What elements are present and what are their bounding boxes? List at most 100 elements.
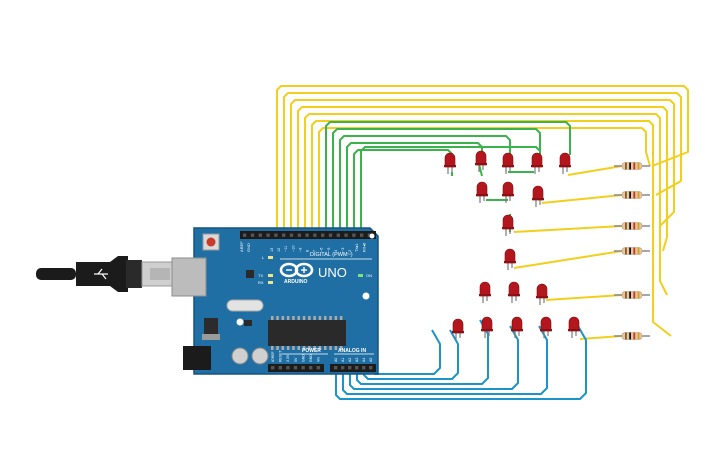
resistor-band <box>637 247 640 255</box>
header-hole[interactable] <box>289 233 294 237</box>
header-hole[interactable] <box>362 366 366 370</box>
green-wires <box>325 121 571 234</box>
resistor[interactable] <box>614 332 650 340</box>
header-hole[interactable] <box>348 366 352 370</box>
led[interactable] <box>536 283 548 305</box>
chip-pins <box>271 316 343 350</box>
wire[interactable] <box>335 325 587 400</box>
resistor-body <box>621 291 643 299</box>
led[interactable] <box>568 316 580 338</box>
wire[interactable] <box>332 128 541 234</box>
wire[interactable] <box>346 142 483 234</box>
header-hole[interactable] <box>367 233 372 237</box>
led[interactable] <box>540 316 552 338</box>
led[interactable] <box>479 281 491 303</box>
header-hole[interactable] <box>266 233 270 237</box>
resistor[interactable] <box>614 222 650 230</box>
led-indicator-l <box>268 256 273 259</box>
header-hole[interactable] <box>316 366 320 370</box>
usb-cable[interactable] <box>36 256 179 292</box>
header-hole[interactable] <box>278 366 282 370</box>
yellow-wires <box>276 85 689 340</box>
wire[interactable] <box>283 92 682 234</box>
resistor-band <box>637 222 640 230</box>
analog-label: ANALOG IN <box>338 348 366 354</box>
wire[interactable] <box>311 120 672 337</box>
led[interactable] <box>504 248 516 270</box>
chip-pin <box>302 346 306 350</box>
chip-pin <box>313 346 316 350</box>
wire[interactable] <box>513 250 623 269</box>
header-hole[interactable] <box>328 233 333 237</box>
resistor[interactable] <box>614 247 650 255</box>
header-hole[interactable] <box>305 233 309 237</box>
header-hole[interactable] <box>321 233 325 237</box>
digital-header-label: DIGITAL (PWM~) <box>310 252 353 258</box>
header-hole[interactable] <box>344 233 348 237</box>
resistor[interactable] <box>614 191 650 199</box>
header-hole[interactable] <box>369 366 373 370</box>
wire[interactable] <box>276 85 689 234</box>
led[interactable] <box>531 152 543 174</box>
led[interactable] <box>502 181 514 203</box>
header-hole[interactable] <box>334 366 338 370</box>
led[interactable] <box>502 214 514 236</box>
header-hole[interactable] <box>360 233 364 237</box>
header-hole[interactable] <box>250 233 255 237</box>
wire[interactable] <box>304 113 668 296</box>
wire[interactable] <box>370 329 441 375</box>
led[interactable] <box>532 185 544 207</box>
wire[interactable] <box>363 329 459 380</box>
led[interactable] <box>511 316 523 338</box>
wire[interactable] <box>541 194 623 204</box>
header-hole[interactable] <box>309 366 313 370</box>
wire[interactable] <box>360 146 541 234</box>
header-hole[interactable] <box>258 233 262 237</box>
wire[interactable] <box>356 319 489 385</box>
wire[interactable] <box>325 121 571 234</box>
wire[interactable] <box>513 225 623 233</box>
power-label: POWER <box>302 348 321 354</box>
resistor-band <box>625 291 627 299</box>
header-hole[interactable] <box>286 366 290 370</box>
header-hole[interactable] <box>274 233 278 237</box>
led-body <box>532 185 544 201</box>
header-hole[interactable] <box>243 233 247 237</box>
led[interactable] <box>508 281 520 303</box>
led[interactable] <box>444 152 456 174</box>
wire[interactable] <box>339 135 511 234</box>
led[interactable] <box>476 181 488 203</box>
led[interactable] <box>481 316 493 338</box>
header-hole[interactable] <box>341 366 345 370</box>
header-hole[interactable] <box>355 366 359 370</box>
header-hole[interactable] <box>352 233 356 237</box>
header-hole[interactable] <box>293 366 298 370</box>
led[interactable] <box>502 152 514 174</box>
wire[interactable] <box>567 165 623 176</box>
resistor[interactable] <box>614 162 650 170</box>
header-hole[interactable] <box>271 366 275 370</box>
wire[interactable] <box>342 325 548 395</box>
wire[interactable] <box>297 106 668 252</box>
header-hole[interactable] <box>297 233 301 237</box>
header-hole[interactable] <box>313 233 317 237</box>
label-tx: TX <box>258 273 263 278</box>
led[interactable] <box>475 150 487 172</box>
header-hole[interactable] <box>336 233 340 237</box>
header-hole[interactable] <box>282 233 286 237</box>
chip-pin <box>334 346 338 350</box>
wire[interactable] <box>290 99 675 234</box>
led-body <box>444 152 456 168</box>
header-hole[interactable] <box>301 366 305 370</box>
wire[interactable] <box>318 127 651 234</box>
led[interactable] <box>452 318 464 340</box>
power-pin-label: 5V <box>294 357 298 362</box>
wire[interactable] <box>353 149 453 234</box>
led[interactable] <box>559 152 571 174</box>
reset-button-cap[interactable] <box>206 237 216 247</box>
wire[interactable] <box>545 294 623 301</box>
resistor[interactable] <box>614 291 650 299</box>
wire[interactable] <box>349 325 519 390</box>
